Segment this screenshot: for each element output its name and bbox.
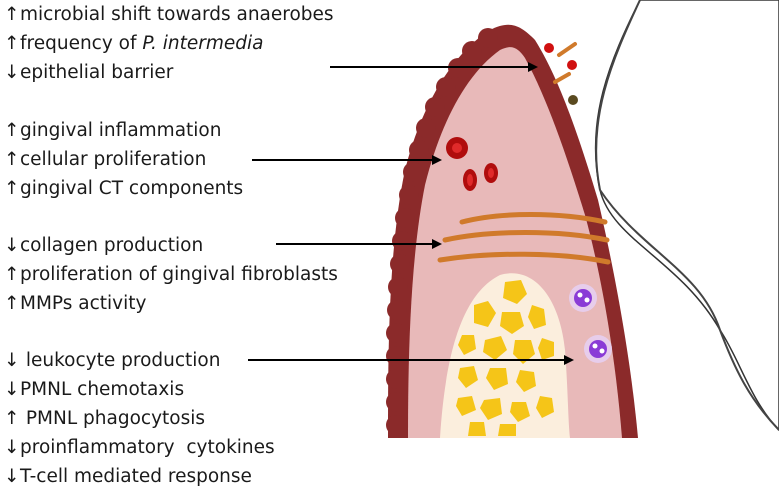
effect-mmps-activity: ↑MMPs activity bbox=[4, 293, 146, 315]
effect-leukocyte-production: ↓ leukocyte production bbox=[4, 350, 220, 372]
effect-t-cell-response: ↓T-cell mediated response bbox=[4, 466, 252, 488]
arrow-down-icon: ↓ bbox=[4, 235, 20, 257]
effect-text: proinflammatory cytokines bbox=[20, 437, 275, 458]
effect-epithelial-barrier: ↓epithelial barrier bbox=[4, 62, 173, 84]
arrow-up-icon: ↑ bbox=[4, 408, 20, 430]
effect-text: PMNL chemotaxis bbox=[20, 379, 184, 400]
effect-gingival-ct: ↑gingival CT components bbox=[4, 178, 243, 200]
effect-text: cellular proliferation bbox=[20, 149, 206, 170]
arrow-up-icon: ↑ bbox=[4, 149, 20, 171]
arrow-up-icon: ↑ bbox=[4, 178, 20, 200]
arrow-down-icon: ↓ bbox=[4, 350, 20, 372]
effect-text: epithelial barrier bbox=[20, 62, 173, 83]
effect-pmnl-phagocytosis: ↑ PMNL phagocytosis bbox=[4, 408, 205, 430]
arrow-up-icon: ↑ bbox=[4, 264, 20, 286]
effect-text: gingival inflammation bbox=[20, 120, 221, 141]
effect-text: gingival CT components bbox=[20, 178, 243, 199]
effect-collagen-production: ↓collagen production bbox=[4, 235, 203, 257]
arrow-up-icon: ↑ bbox=[4, 33, 20, 55]
effect-pmnl-chemotaxis: ↓PMNL chemotaxis bbox=[4, 379, 184, 401]
effect-text: T-cell mediated response bbox=[20, 466, 252, 487]
effects-list: ↑microbial shift towards anaerobes ↑freq… bbox=[4, 0, 334, 490]
arrow-down-icon: ↓ bbox=[4, 466, 20, 488]
effect-text: collagen production bbox=[20, 235, 203, 256]
effect-text: microbial shift towards anaerobes bbox=[20, 4, 334, 25]
effect-p-intermedia: ↑frequency of P. intermedia bbox=[4, 33, 264, 55]
effect-microbial-shift: ↑microbial shift towards anaerobes bbox=[4, 4, 334, 26]
species-name: P. intermedia bbox=[142, 33, 263, 54]
effect-text: leukocyte production bbox=[20, 350, 220, 371]
arrow-down-icon: ↓ bbox=[4, 379, 20, 401]
arrow-down-icon: ↓ bbox=[4, 437, 20, 459]
effect-text: frequency of bbox=[20, 33, 142, 54]
effect-text: MMPs activity bbox=[20, 293, 146, 314]
effect-proinflammatory-cytokines: ↓proinflammatory cytokines bbox=[4, 437, 275, 459]
effect-text: PMNL phagocytosis bbox=[20, 408, 205, 429]
arrow-up-icon: ↑ bbox=[4, 293, 20, 315]
effect-text: proliferation of gingival fibroblasts bbox=[20, 264, 338, 285]
effect-fibroblast-proliferation: ↑proliferation of gingival fibroblasts bbox=[4, 264, 338, 286]
effect-cellular-proliferation: ↑cellular proliferation bbox=[4, 149, 206, 171]
arrow-up-icon: ↑ bbox=[4, 120, 20, 142]
effect-gingival-inflammation: ↑gingival inflammation bbox=[4, 120, 221, 142]
arrow-up-icon: ↑ bbox=[4, 4, 20, 26]
arrow-down-icon: ↓ bbox=[4, 62, 20, 84]
